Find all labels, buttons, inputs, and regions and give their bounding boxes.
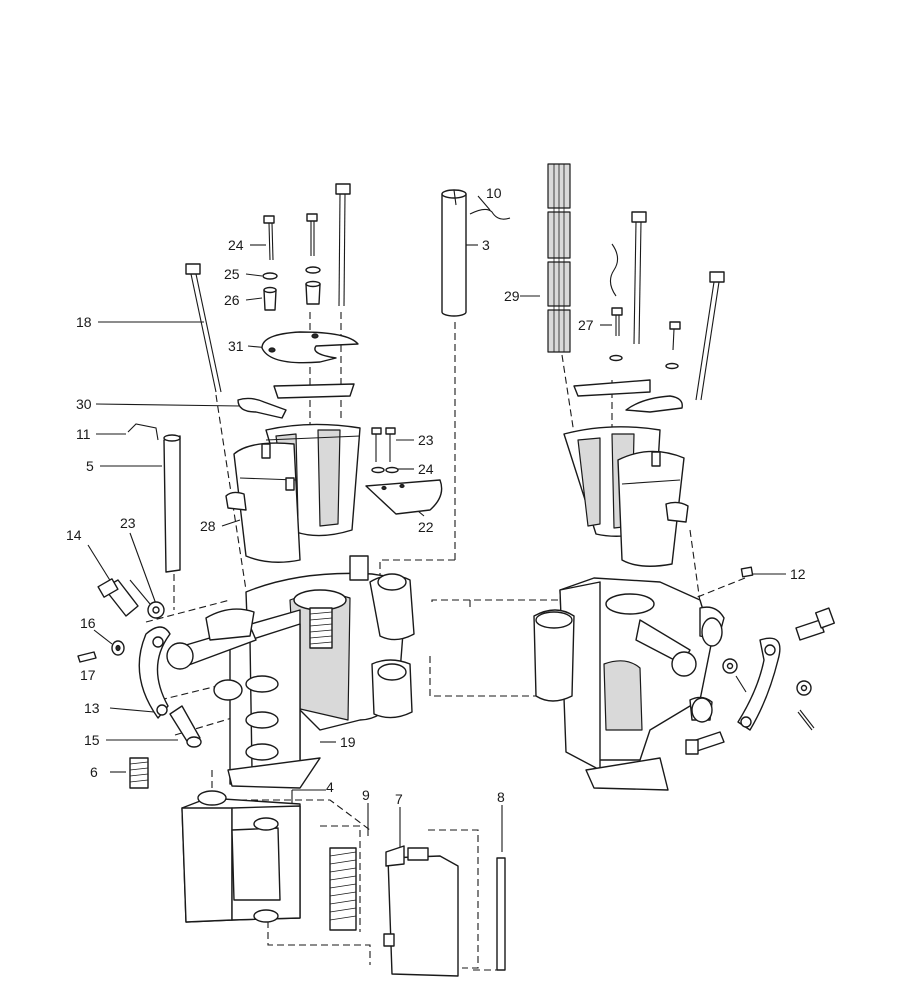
part-7-block (383, 845, 459, 977)
part-17-pin (77, 651, 97, 663)
callout-14: 14 (66, 527, 82, 543)
callout-18: 18 (76, 314, 92, 330)
callout-24-center: 24 (418, 461, 434, 477)
right-bolt-upper (795, 607, 836, 641)
left-main-body (166, 555, 415, 789)
callout-22: 22 (418, 519, 434, 535)
part-25-washers (262, 266, 321, 280)
part-19-spring (309, 607, 333, 649)
part-6-spring (129, 757, 149, 789)
part-24-washers-center (371, 466, 399, 474)
callout-3: 3 (482, 237, 490, 253)
callout-16: 16 (80, 615, 96, 631)
callout-26: 26 (224, 292, 240, 308)
right-main-body (533, 577, 725, 791)
part-29-insert-stack (547, 163, 571, 353)
callout-25: 25 (224, 266, 240, 282)
callout-6: 6 (90, 764, 98, 780)
part-5-shaft (163, 434, 181, 573)
callout-5: 5 (86, 458, 94, 474)
part-31-horseshoe-plate (261, 331, 359, 364)
part-13-latch-arc (138, 626, 171, 719)
part-10-clip (469, 208, 511, 220)
callout-30: 30 (76, 396, 92, 412)
part-22-plate (365, 479, 443, 515)
callout-24: 24 (228, 237, 244, 253)
leader-lines (87, 195, 786, 852)
callout-17: 17 (80, 667, 96, 683)
part-18-long-bolt (185, 183, 351, 393)
callout-23-left: 23 (120, 515, 136, 531)
callout-12: 12 (790, 566, 806, 582)
part-30-segments (237, 383, 355, 419)
callout-10: 10 (486, 185, 502, 201)
part-27-bolt (609, 307, 623, 362)
callout-27: 27 (578, 317, 594, 333)
part-9-spring (329, 847, 357, 931)
part-23-bolts-center (371, 427, 396, 462)
right-nuts-and-pins (685, 658, 815, 755)
callout-7: 7 (395, 791, 403, 807)
right-bolts (609, 211, 725, 401)
callout-31: 31 (228, 338, 244, 354)
part-16-washer (111, 640, 125, 656)
part-26-sleeves (263, 280, 321, 311)
part-14-bolt (97, 578, 139, 617)
right-plates (573, 379, 683, 413)
right-slip-bowl (563, 426, 689, 567)
callout-9: 9 (362, 787, 370, 803)
callout-15: 15 (84, 732, 100, 748)
part-24-bolts-left (263, 213, 318, 261)
part-4-housing (181, 790, 301, 923)
callout-19: 19 (340, 734, 356, 750)
part-3-cylinder-pin (441, 189, 467, 317)
callout-4: 4 (326, 779, 334, 795)
part-11-hook (127, 423, 159, 441)
right-latch-arc (737, 637, 781, 731)
callout-labels: 10 3 24 25 26 18 31 30 11 5 23 24 22 28 … (66, 185, 806, 807)
part-12-screw (740, 566, 754, 578)
callout-29: 29 (504, 288, 520, 304)
part-23-nut (129, 579, 165, 619)
callout-28: 28 (200, 518, 216, 534)
callout-8: 8 (497, 789, 505, 805)
part-8-pin (496, 857, 506, 971)
callout-13: 13 (84, 700, 100, 716)
part-28-left-slip-bowl (225, 423, 361, 563)
callout-23: 23 (418, 432, 434, 448)
callout-11: 11 (76, 426, 91, 442)
part-15-pin (169, 705, 202, 748)
